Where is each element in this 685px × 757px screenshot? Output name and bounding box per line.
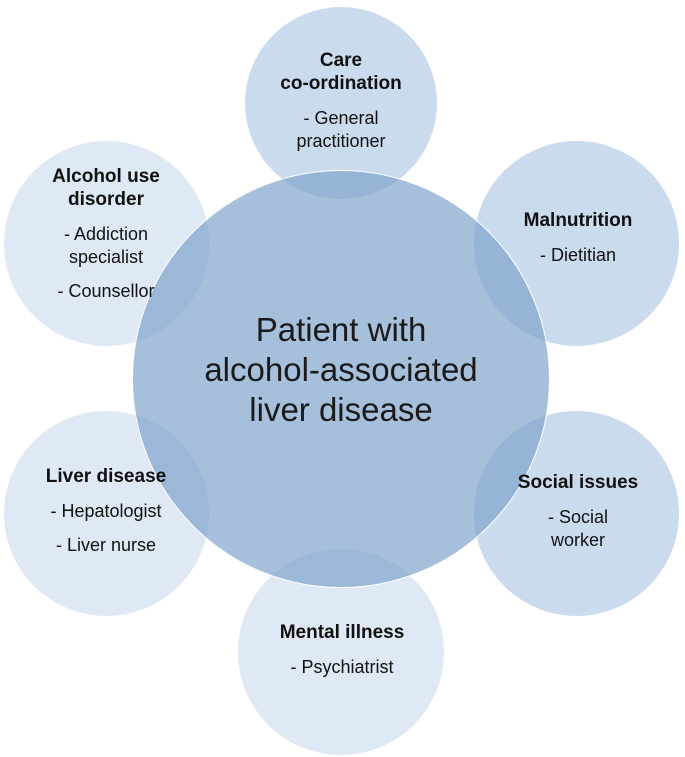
social-heading: Social issues bbox=[517, 472, 639, 493]
alcohol-heading: disorder bbox=[67, 189, 145, 210]
liver-item-liver-nurse: - Liver nurse bbox=[55, 535, 157, 555]
mental-heading: Mental illness bbox=[279, 622, 405, 643]
center-title-line: alcohol-associated bbox=[204, 351, 478, 388]
social-item-social-worker: - Social bbox=[547, 507, 609, 527]
alcohol-item-counsellor: - Counsellor bbox=[57, 281, 155, 301]
care-heading: Care bbox=[319, 50, 363, 71]
liver-heading: Liver disease bbox=[45, 466, 167, 487]
alcohol-heading: Alcohol use bbox=[52, 166, 160, 187]
mental-node-label: Mental illness - Psychiatrist bbox=[280, 621, 405, 679]
liver-item-hepatologist: - Hepatologist bbox=[50, 501, 162, 521]
malnutrition-node-label: Malnutrition - Dietitian bbox=[524, 209, 633, 267]
center-title-line: Patient with bbox=[255, 311, 427, 348]
care-heading: co-ordination bbox=[280, 73, 402, 94]
malnutrition-heading: Malnutrition bbox=[523, 210, 633, 231]
alcohol-node-label: Alcohol use disorder - Addiction special… bbox=[52, 165, 160, 303]
alcohol-item-addiction-specialist: - Addiction bbox=[63, 224, 149, 244]
care-item-general-practitioner: - General bbox=[303, 108, 379, 128]
social-item-social-worker: worker bbox=[550, 530, 605, 550]
malnutrition-item-dietitian: - Dietitian bbox=[539, 245, 617, 265]
alcohol-item-addiction-specialist: specialist bbox=[68, 247, 144, 267]
center-circle bbox=[132, 170, 550, 588]
mental-item-psychiatrist: - Psychiatrist bbox=[290, 657, 394, 677]
center-title-line: liver disease bbox=[249, 391, 433, 428]
care-item-general-practitioner: practitioner bbox=[296, 131, 386, 151]
center-title: Patient with alcohol-associated liver di… bbox=[204, 310, 477, 430]
social-node-label: Social issues - Social worker bbox=[518, 471, 638, 552]
liver-node-label: Liver disease - Hepatologist - Liver nur… bbox=[46, 465, 166, 557]
care-node-label: Care co-ordination - General practitione… bbox=[280, 49, 401, 153]
